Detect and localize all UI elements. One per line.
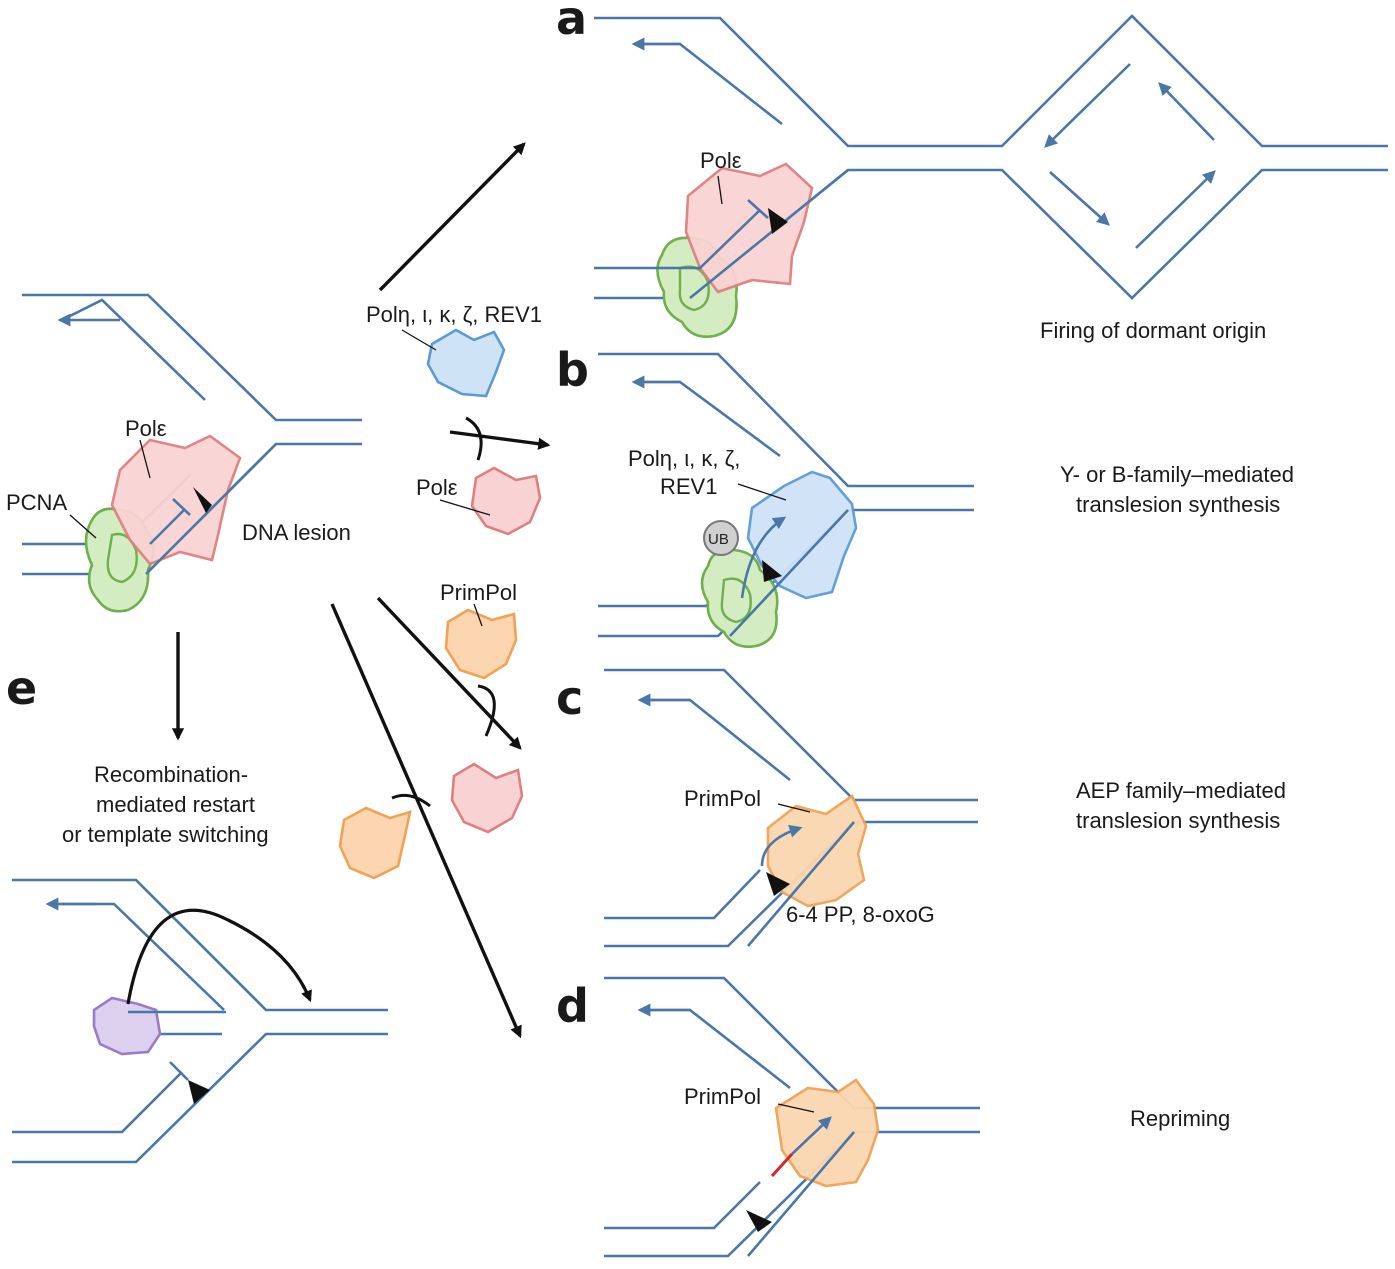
lesion-triangle xyxy=(768,208,788,234)
lesion-triangle xyxy=(188,1080,210,1104)
outcome-e-line1: Recombination- xyxy=(94,762,248,787)
panel-a-letter: a xyxy=(556,0,587,45)
panel-b-tls-polymerase xyxy=(729,470,858,637)
tls-polymerases-label: Polη, ι, κ, ζ, REV1 xyxy=(366,302,542,327)
displaced-pol-epsilon xyxy=(450,762,524,834)
panel-e: e Recombination- mediated restart or tem… xyxy=(6,661,388,1164)
stalled-fork: Polε PCNA DNA lesion xyxy=(6,293,362,613)
outcome-e-line3: or template switching xyxy=(62,822,269,847)
lesion-triangle xyxy=(766,872,790,896)
lesion-triangle xyxy=(746,1210,772,1232)
panel-b-tls-label-1: Polη, ι, κ, ζ, xyxy=(628,446,740,471)
panel-d-primpol-label: PrimPol xyxy=(684,1084,761,1109)
outcome-e-line2: mediated restart xyxy=(96,792,255,817)
panel-d-letter: d xyxy=(556,979,589,1033)
outcome-a: Firing of dormant origin xyxy=(1040,318,1266,343)
pcna-label: PCNA xyxy=(6,490,67,515)
free-tls-polymerase: Polη, ι, κ, ζ, REV1 xyxy=(366,302,542,398)
dna-lesion-label: DNA lesion xyxy=(242,520,351,545)
free-pol-epsilon-label: Polε xyxy=(416,475,458,500)
lesion-types-label: 6-4 PP, 8-oxoG xyxy=(786,902,935,927)
arrow-to-a xyxy=(378,142,526,292)
panel-c: c PrimPol 6-4 PP, 8-oxoG AEP family–medi… xyxy=(556,668,1286,948)
panel-b-tls-label-2: REV1 xyxy=(660,474,717,499)
panel-c-primpol-label: PrimPol xyxy=(684,786,761,811)
panel-d: d PrimPol Repriming xyxy=(556,976,1230,1258)
free-primpol: PrimPol xyxy=(440,580,518,680)
displaced-primpol xyxy=(338,806,412,880)
panel-b: b UB Polη, ι, κ, ζ, REV1 Y- or B-family–… xyxy=(556,343,1294,648)
outcome-d: Repriming xyxy=(1130,1106,1230,1131)
panel-d-primpol xyxy=(746,1078,880,1257)
outcome-c-line1: AEP family–mediated xyxy=(1076,778,1286,803)
arrow-to-b xyxy=(449,430,551,450)
panel-a: a Polε Firing of dormant origin xyxy=(556,0,1388,343)
ub-label: UB xyxy=(708,531,729,548)
lesion-triangle xyxy=(193,487,212,513)
pol-epsilon xyxy=(110,434,277,575)
free-pol-epsilon: Polε xyxy=(416,466,542,536)
pol-epsilon-label: Polε xyxy=(125,416,167,441)
panel-c-primpol xyxy=(747,794,868,947)
free-primpol-label: PrimPol xyxy=(440,580,517,605)
arrow-to-c xyxy=(376,596,522,750)
panel-c-letter: c xyxy=(556,671,583,725)
ubiquitin: UB xyxy=(703,520,739,556)
panel-b-pcna xyxy=(700,548,779,648)
panel-b-letter: b xyxy=(556,343,589,397)
pathway-arrows xyxy=(171,142,551,1039)
recombination-protein xyxy=(92,996,162,1056)
outcome-c-line2: translesion synthesis xyxy=(1076,808,1280,833)
panel-a-pol-epsilon-label: Polε xyxy=(700,148,742,173)
template-switch-arrow xyxy=(126,908,312,1005)
lesion-triangle xyxy=(762,560,782,582)
panel-e-letter: e xyxy=(6,661,37,715)
outcome-b-line1: Y- or B-family–mediated xyxy=(1060,462,1294,487)
arrow-to-d xyxy=(330,603,522,1039)
panel-a-pol-epsilon xyxy=(594,162,849,300)
primer-segment xyxy=(770,1152,794,1178)
outcome-b-line2: translesion synthesis xyxy=(1076,492,1280,517)
